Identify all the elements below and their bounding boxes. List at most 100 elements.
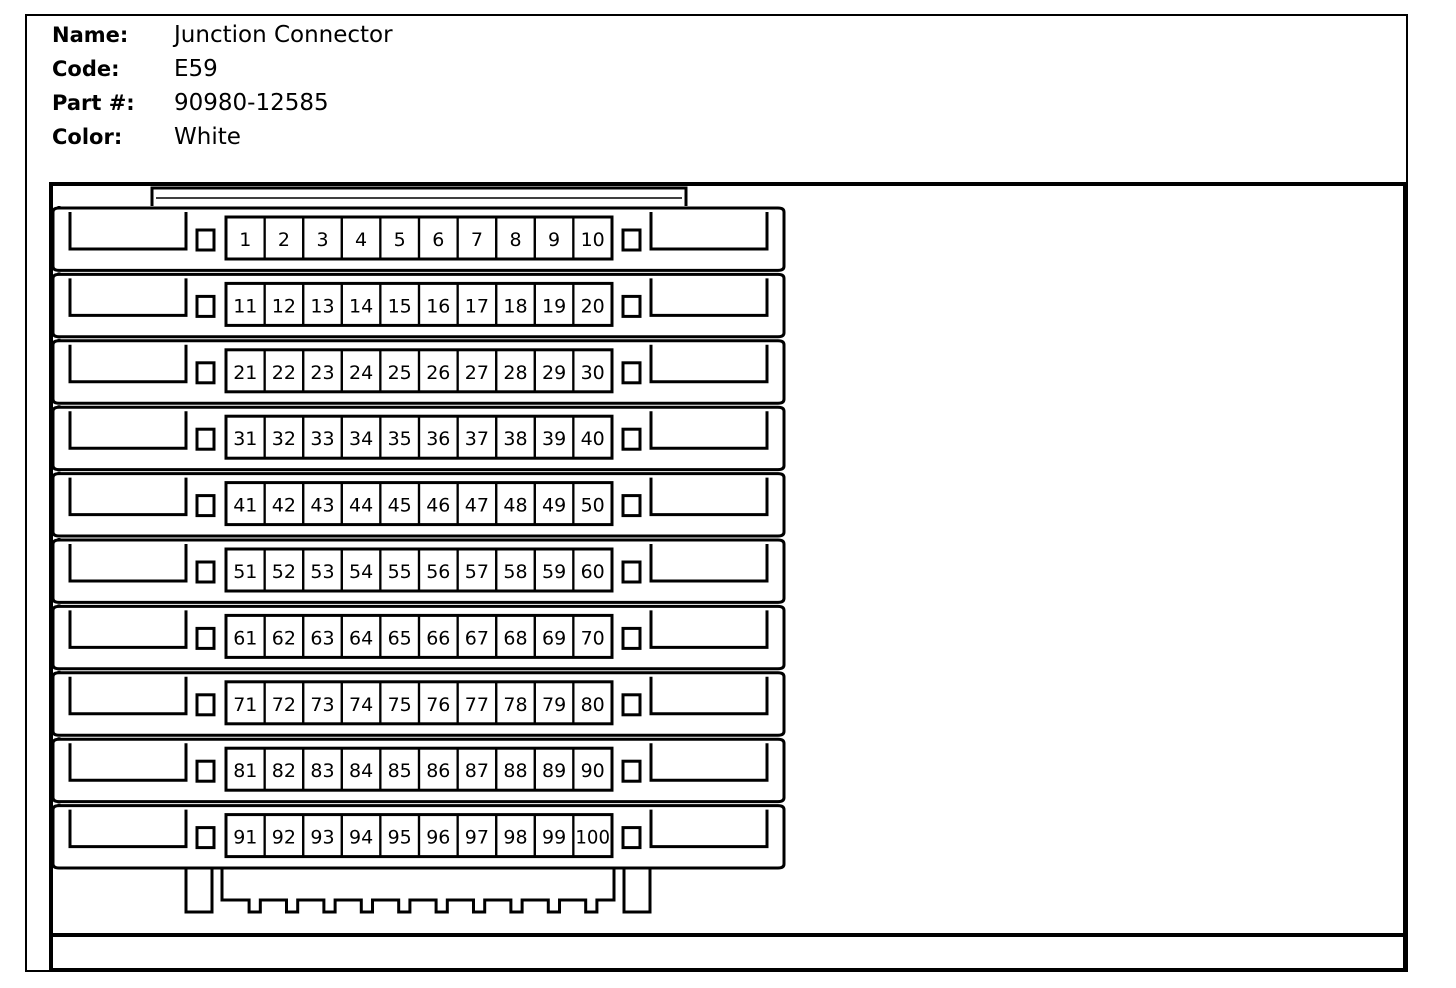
pin-number: 65: [388, 627, 412, 649]
row-housing: [51, 338, 786, 405]
pin-number: 9: [548, 229, 560, 251]
pin-number: 21: [233, 362, 257, 384]
pin-number: 84: [349, 760, 373, 782]
bottom-terminal-comb: [184, 868, 652, 914]
pin-number: 28: [503, 362, 527, 384]
left-lock-square: [195, 228, 216, 252]
pin-number: 20: [581, 295, 605, 317]
pin-number: 35: [388, 428, 412, 450]
pin-cell: [572, 481, 614, 526]
pin-number: 81: [233, 760, 257, 782]
pin-number: 44: [349, 495, 373, 517]
pin-number: 25: [388, 362, 412, 384]
pin-cell: [572, 415, 614, 460]
pin-number: 4: [355, 229, 367, 251]
left-lock-square: [195, 693, 216, 717]
top-latch: [150, 186, 688, 206]
pin-number: 76: [426, 694, 450, 716]
left-lock-square: [195, 361, 216, 385]
right-lock-square: [621, 626, 642, 650]
pin-number: 78: [503, 694, 527, 716]
left-ledge: [68, 809, 188, 849]
pin-number: 94: [349, 827, 373, 849]
pin-number: 12: [272, 295, 296, 317]
pin-number: 82: [272, 760, 296, 782]
pin-number: 74: [349, 694, 373, 716]
pin-number: 7: [471, 229, 483, 251]
right-ledge: [649, 809, 769, 849]
pin-number: 49: [542, 495, 566, 517]
right-lock-square: [621, 693, 642, 717]
right-ledge: [649, 212, 769, 251]
pin-number: 5: [394, 229, 406, 251]
row-housing: [51, 206, 786, 272]
pin-number: 63: [310, 627, 334, 649]
pin-number: 23: [310, 362, 334, 384]
row-housing: [51, 272, 786, 339]
pin-cell: [572, 547, 614, 593]
left-ledge: [68, 544, 188, 583]
pin-number: 10: [581, 229, 605, 251]
code-label: Code:: [52, 57, 120, 81]
color-label: Color:: [52, 125, 123, 149]
pin-number: 18: [503, 295, 527, 317]
pin-number: 22: [272, 362, 296, 384]
left-ledge: [68, 212, 188, 251]
left-ledge: [68, 610, 188, 649]
pin-number: 100: [575, 827, 610, 849]
pin-number: 36: [426, 428, 450, 450]
part-value: 90980-12585: [174, 90, 329, 116]
part-label: Part #:: [52, 91, 135, 115]
row-housing: [51, 538, 786, 604]
left-lock-square: [195, 427, 216, 451]
right-ledge: [649, 676, 769, 716]
pin-number: 89: [542, 760, 566, 782]
pin-number: 98: [503, 827, 527, 849]
right-ledge: [649, 411, 769, 450]
name-label: Name:: [52, 23, 129, 47]
left-lock-square: [195, 494, 216, 518]
pin-number: 27: [465, 362, 489, 384]
pin-number: 54: [349, 561, 373, 583]
pin-number: 79: [542, 694, 566, 716]
pin-number: 85: [388, 760, 412, 782]
pin-number: 42: [272, 495, 296, 517]
left-ledge: [68, 411, 188, 450]
pin-number: 93: [310, 827, 334, 849]
pin-number: 2: [278, 229, 290, 251]
row-housing: [51, 803, 786, 870]
pin-number: 88: [503, 760, 527, 782]
pin-number: 58: [503, 561, 527, 583]
pin-number: 95: [388, 827, 412, 849]
pin-number: 14: [349, 295, 373, 317]
pin-cell: [572, 348, 614, 393]
pin-number: 37: [465, 428, 489, 450]
pin-number: 1: [239, 229, 251, 251]
right-lock-square: [621, 560, 642, 584]
right-lock-square: [621, 494, 642, 518]
pin-number: 15: [388, 295, 412, 317]
pin-number: 64: [349, 627, 373, 649]
pin-number: 8: [509, 229, 521, 251]
left-ledge: [68, 676, 188, 716]
pin-number: 13: [310, 295, 334, 317]
pin-number: 66: [426, 627, 450, 649]
pin-number: 46: [426, 495, 450, 517]
pin-number: 51: [233, 561, 257, 583]
pin-number: 52: [272, 561, 296, 583]
left-ledge: [68, 743, 188, 782]
pin-number: 56: [426, 561, 450, 583]
pin-cell: [572, 282, 614, 327]
pin-number: 45: [388, 495, 412, 517]
pin-number: 91: [233, 827, 257, 849]
pin-number: 31: [233, 428, 257, 450]
row-housing: [51, 604, 786, 671]
left-lock-square: [195, 759, 216, 783]
right-lock-square: [621, 228, 642, 252]
pin-cell: [572, 747, 614, 792]
